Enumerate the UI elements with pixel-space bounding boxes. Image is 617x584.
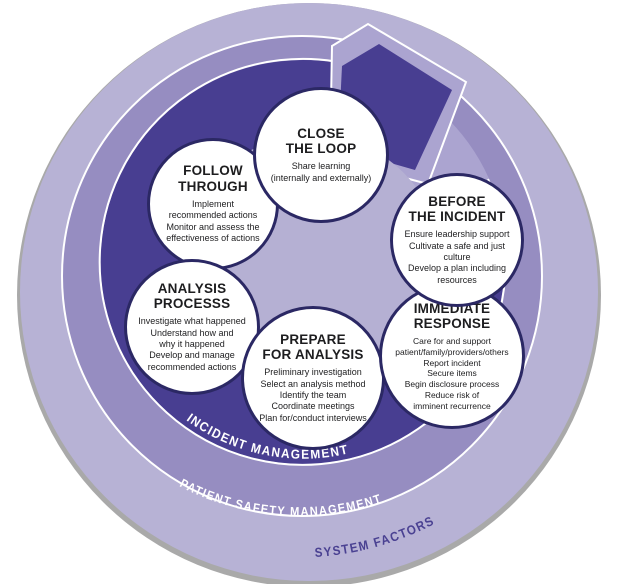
- step-body: Share learning (internally and externall…: [270, 161, 372, 183]
- step-before-the-incident: BEFORE THE INCIDENT Ensure leadership su…: [390, 173, 524, 307]
- step-title: CLOSE THE LOOP: [285, 125, 357, 157]
- step-body: Investigate what happened Understand how…: [138, 316, 246, 372]
- step-title: ANALYSIS PROCESSS: [153, 280, 231, 311]
- step-body: Ensure leadership support Cultivate a sa…: [404, 229, 510, 285]
- step-close-the-loop: CLOSE THE LOOP Share learning (internall…: [253, 87, 389, 223]
- step-body: Preliminary investigation Select an anal…: [259, 367, 367, 423]
- step-title: BEFORE THE INCIDENT: [408, 193, 506, 224]
- step-title: FOLLOW THROUGH: [178, 163, 248, 194]
- step-analysis-process: ANALYSIS PROCESSS Investigate what happe…: [124, 259, 260, 395]
- step-body: Care for and support patient/family/prov…: [395, 336, 509, 411]
- step-body: Implement recommended actions Monitor an…: [166, 198, 260, 244]
- step-prepare-for-analysis: PREPARE FOR ANALYSIS Preliminary investi…: [241, 306, 385, 450]
- step-title: PREPARE FOR ANALYSIS: [262, 331, 364, 362]
- step-immediate-response: IMMEDIATE RESPONSE Care for and support …: [379, 283, 525, 429]
